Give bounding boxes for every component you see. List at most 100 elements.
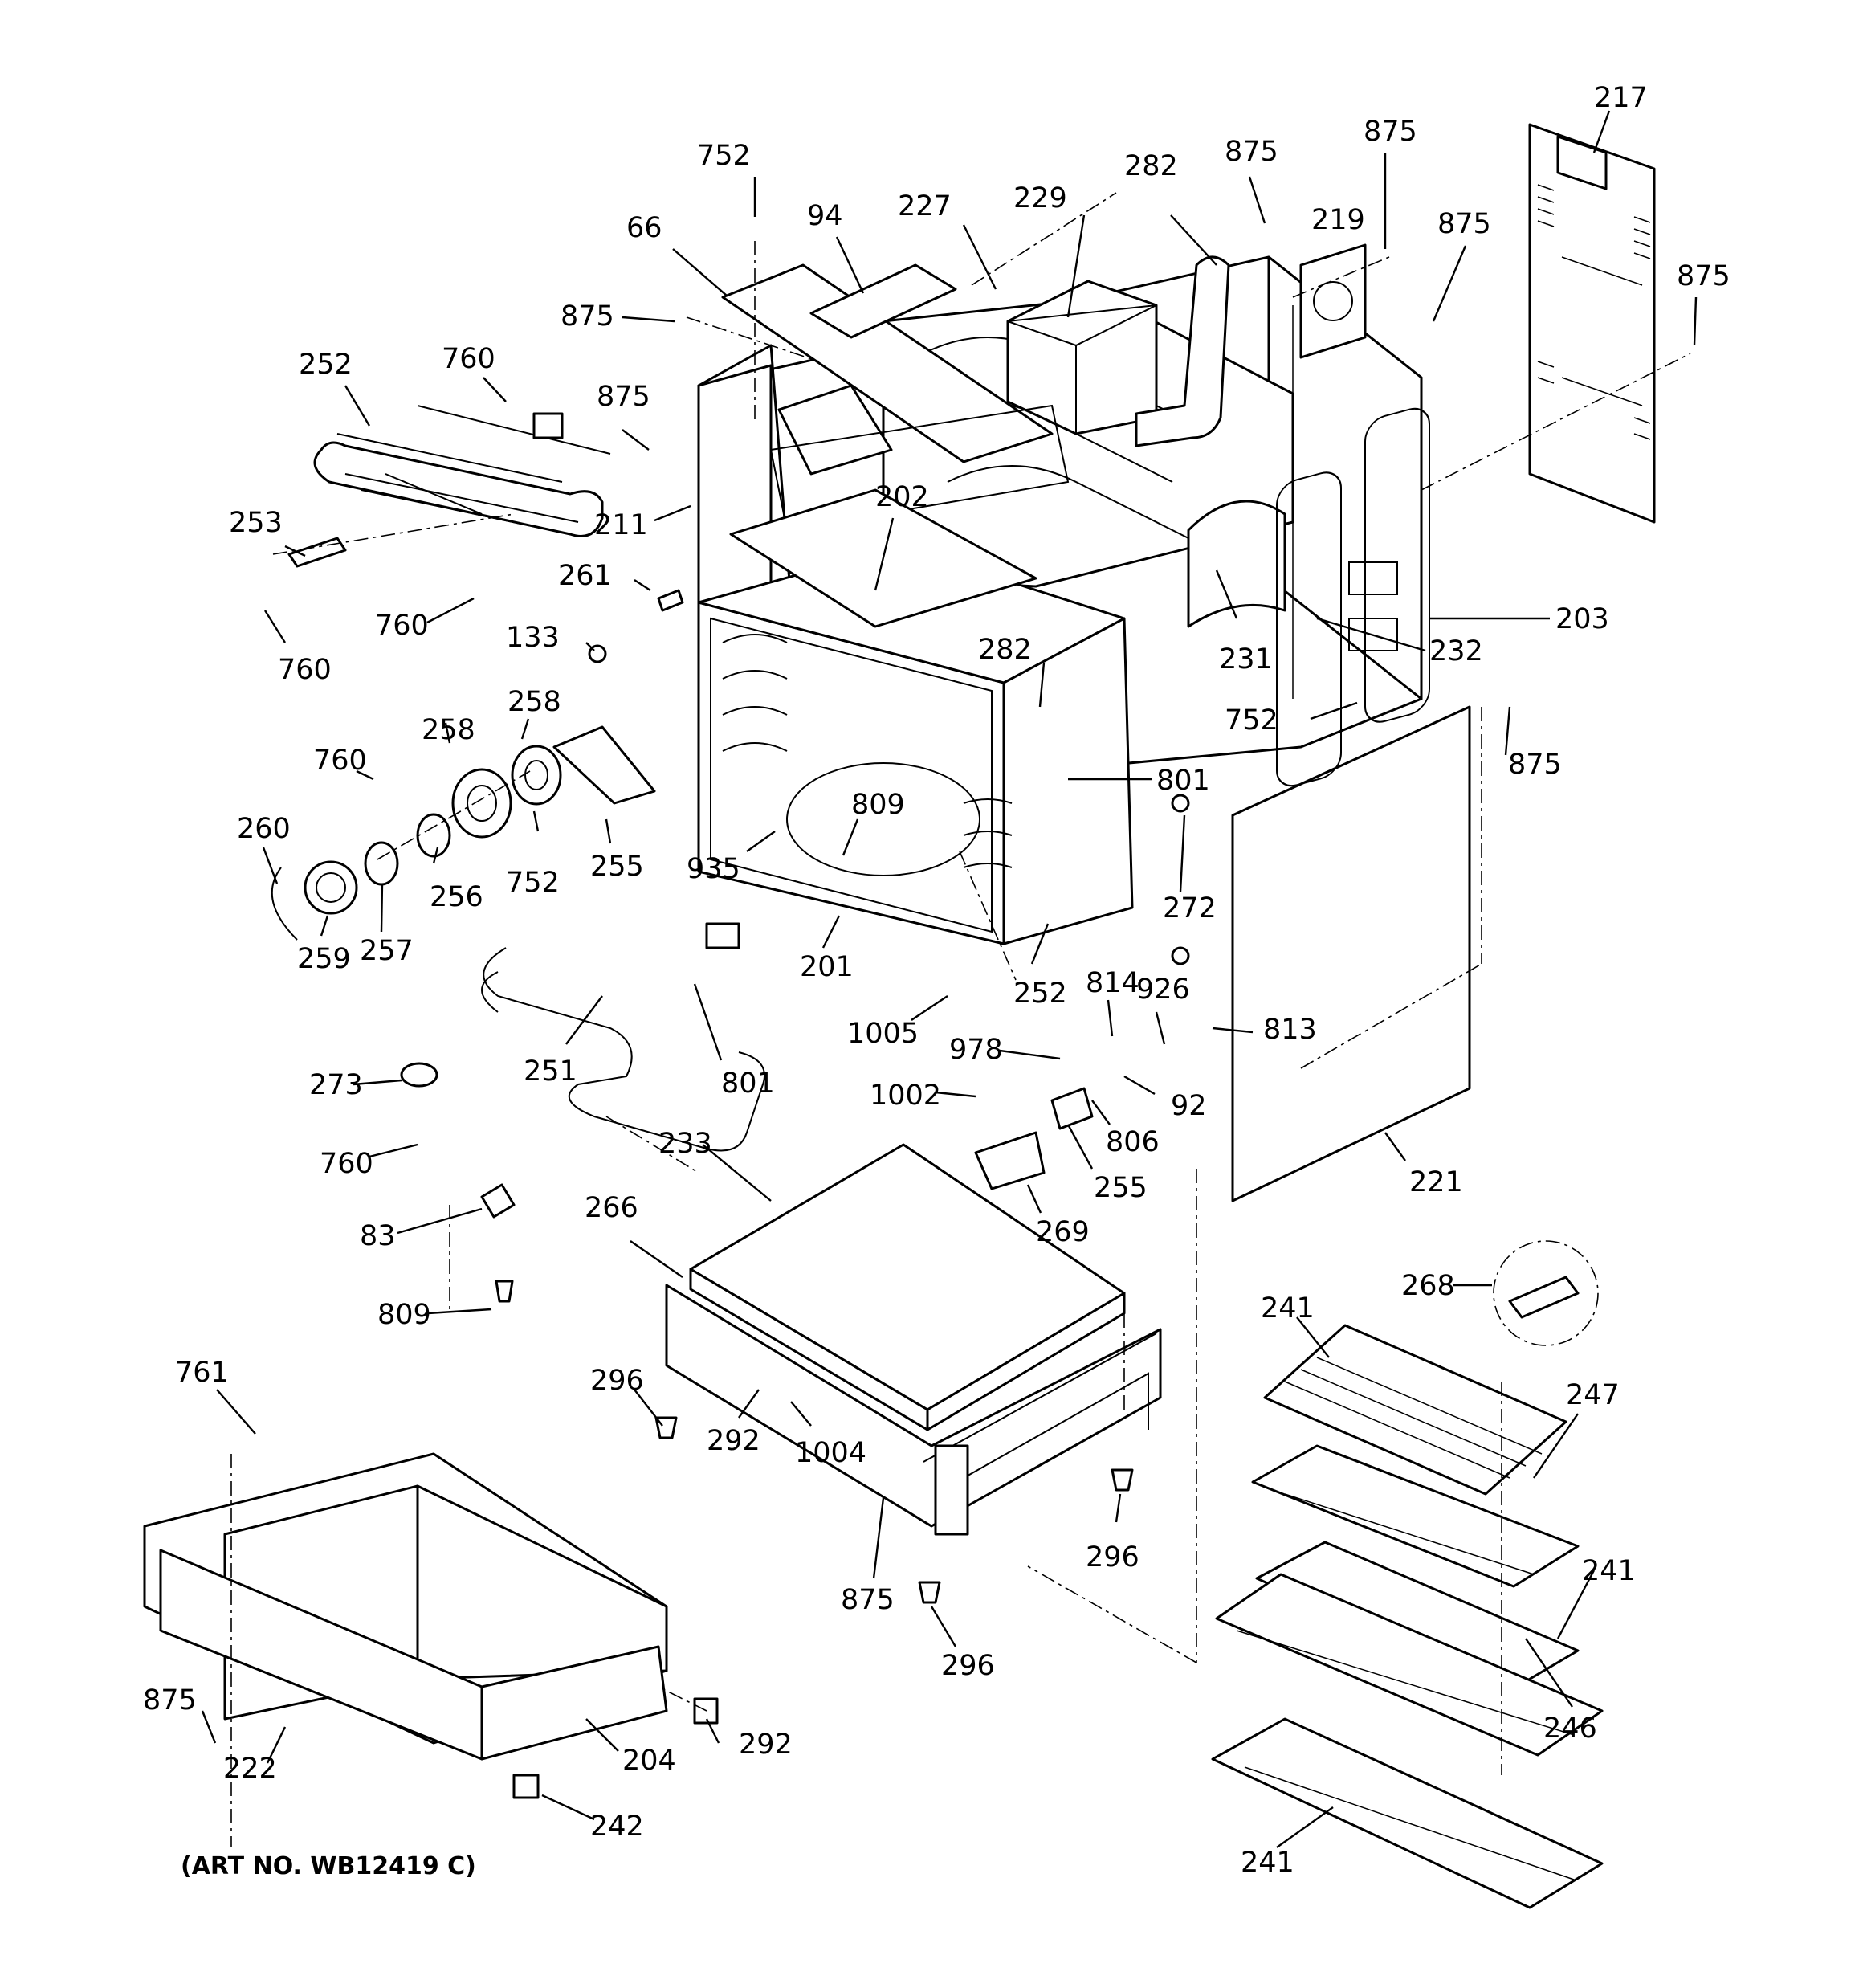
callout-label-94: 94 [807,200,843,232]
callout-label-752: 752 [697,140,751,172]
callout-label-801: 801 [721,1067,775,1100]
rear-cover-panel [1528,123,1656,524]
callout-label-229: 229 [1013,182,1067,214]
callout-label-760: 760 [375,610,429,642]
callout-label-252: 252 [299,349,353,381]
callout-label-246: 246 [1543,1712,1597,1745]
callout-label-268: 268 [1401,1270,1455,1302]
control-board [1299,243,1367,359]
callout-label-273: 273 [309,1069,363,1101]
callout-label-257: 257 [360,935,414,967]
callout-label-201: 201 [800,951,854,983]
callout-label-261: 261 [558,560,612,592]
callout-label-875: 875 [1364,116,1417,148]
callout-label-211: 211 [594,509,648,541]
callout-label-217: 217 [1594,82,1648,114]
detail-callout [1493,1240,1599,1346]
callout-label-259: 259 [297,943,351,975]
callout-label-203: 203 [1555,603,1609,635]
callout-label-247: 247 [1566,1379,1620,1411]
callout-label-241: 241 [1582,1555,1636,1587]
callout-label-1002: 1002 [870,1080,941,1112]
callout-label-227: 227 [898,190,952,222]
broil-element [313,405,611,537]
leader-lines [201,110,1698,1848]
callout-label-296: 296 [590,1365,644,1397]
switch-bracket [974,1087,1094,1190]
callout-label-875: 875 [561,300,614,333]
callout-label-282: 282 [978,634,1032,666]
callout-label-801: 801 [1156,765,1210,797]
callout-label-760: 760 [278,654,332,686]
callout-label-296: 296 [1086,1541,1139,1574]
callout-label-269: 269 [1036,1216,1090,1248]
callout-label-133: 133 [506,622,560,654]
callout-label-875: 875 [1225,136,1278,168]
callout-label-253: 253 [229,507,283,539]
callout-label-752: 752 [506,867,560,899]
callout-label-282: 282 [1124,150,1178,182]
callout-label-813: 813 [1263,1014,1317,1046]
callout-label-232: 232 [1429,635,1483,667]
side-door-panel [1231,407,1471,1202]
callout-label-875: 875 [1508,749,1562,781]
callout-label-66: 66 [626,212,662,244]
bake-element [481,922,765,1152]
callout-label-875: 875 [597,381,650,413]
callout-label-233: 233 [658,1128,712,1160]
callout-label-761: 761 [175,1357,229,1389]
callout-label-251: 251 [524,1055,577,1088]
callout-label-752: 752 [1225,704,1278,737]
callout-label-814: 814 [1086,967,1139,999]
callout-label-760: 760 [320,1148,373,1180]
callout-label-875: 875 [143,1684,197,1717]
callout-label-935: 935 [687,853,740,885]
callout-label-809: 809 [851,789,905,821]
callout-label-875: 875 [1437,208,1491,240]
callout-label-1004: 1004 [795,1437,866,1469]
callout-label-760: 760 [442,343,495,375]
callout-label-266: 266 [585,1192,638,1224]
misc-parts [400,1062,1134,1604]
callout-label-272: 272 [1163,892,1217,925]
callout-label-255: 255 [1094,1172,1148,1204]
callout-label-260: 260 [237,813,291,845]
callout-label-204: 204 [622,1745,676,1777]
callout-label-255: 255 [590,851,644,883]
callout-labels: 217 875 875 875 875 219 282 229 227 94 7… [143,82,1731,1879]
callout-label-258: 258 [508,686,561,718]
callout-label-875: 875 [841,1584,895,1616]
callout-label-296: 296 [941,1650,995,1682]
callout-label-806: 806 [1106,1126,1160,1158]
art-number-caption: (ART NO. WB12419 C) [181,1852,476,1880]
callout-label-221: 221 [1409,1166,1463,1198]
insulation-pad [1006,280,1158,435]
callout-label-241: 241 [1241,1847,1294,1879]
callout-label-252: 252 [1013,978,1067,1010]
callout-label-222: 222 [223,1753,277,1785]
callout-label-231: 231 [1219,643,1273,676]
light-assembly [271,537,562,941]
assembly-lines [230,192,1691,1847]
callout-label-258: 258 [422,714,475,746]
callout-label-292: 292 [739,1729,793,1761]
callout-label-242: 242 [590,1810,644,1843]
callout-label-292: 292 [707,1425,760,1457]
callout-label-241: 241 [1261,1292,1315,1325]
callout-label-875: 875 [1677,260,1731,292]
callout-label-219: 219 [1311,204,1365,236]
callout-label-256: 256 [430,881,483,913]
callout-label-926: 926 [1136,974,1190,1006]
callout-label-760: 760 [313,745,367,777]
light-shield [552,725,656,805]
callout-label-1005: 1005 [847,1018,919,1050]
callout-label-83: 83 [360,1220,396,1252]
callout-label-92: 92 [1171,1090,1207,1122]
callout-label-202: 202 [875,481,929,513]
callout-label-809: 809 [377,1299,431,1331]
oven-racks [1211,1324,1604,1909]
callout-label-978: 978 [949,1034,1003,1066]
storage-drawer [143,1452,719,1799]
cooktop-frame [665,1143,1162,1536]
